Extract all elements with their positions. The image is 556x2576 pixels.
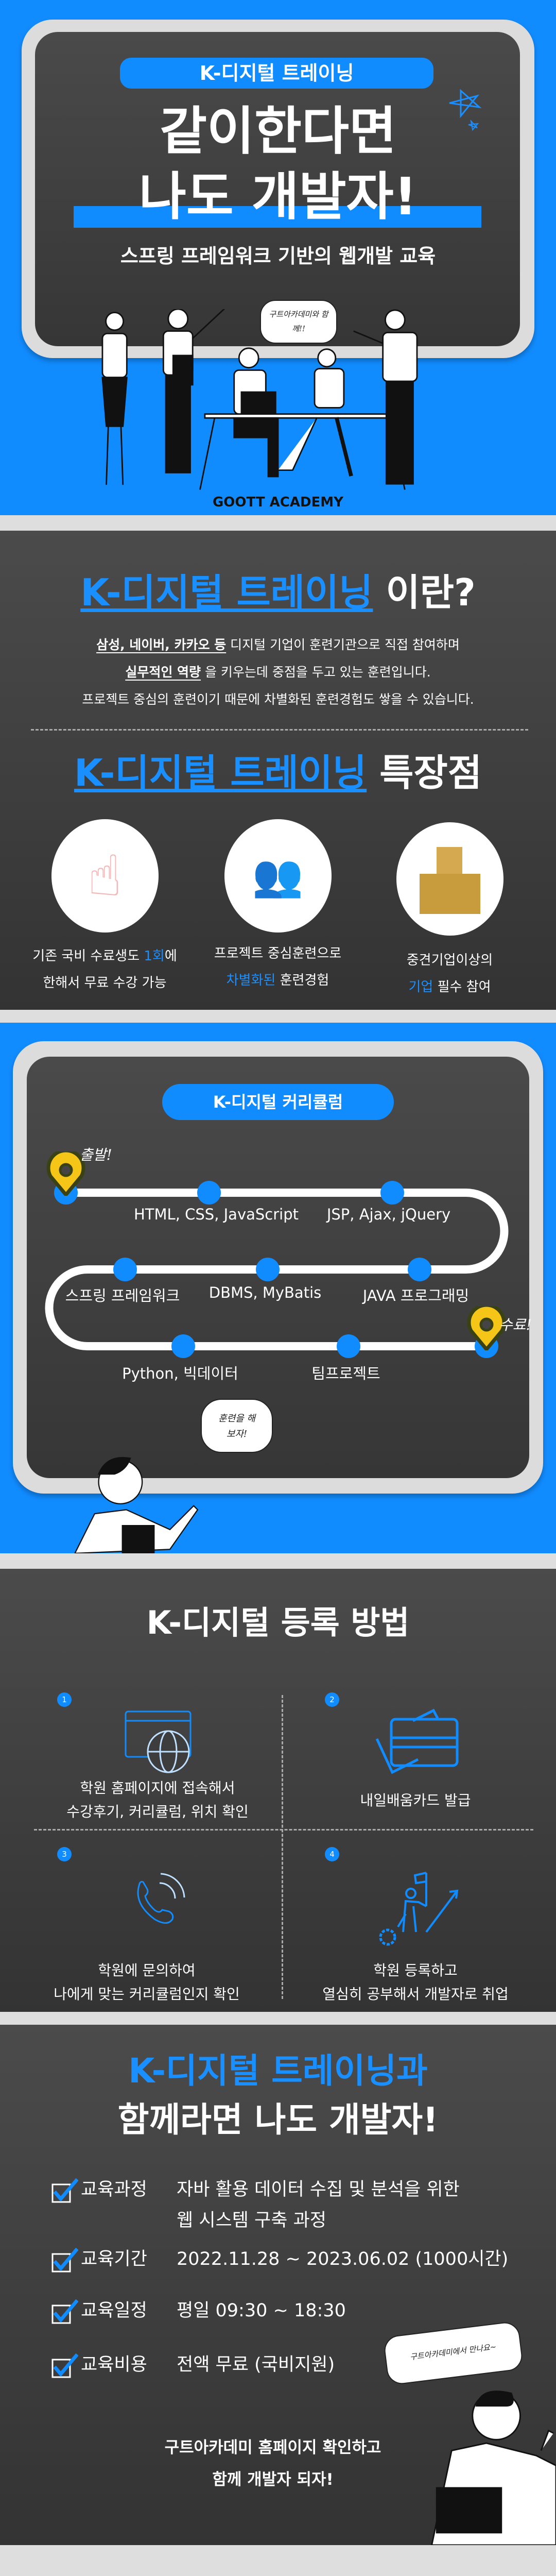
step-dot [171, 1334, 195, 1358]
start-pin-icon [46, 1151, 85, 1196]
checkbox-checked-icon [51, 2178, 78, 2203]
card-icon [375, 1708, 459, 1774]
end-pin-icon [467, 1306, 506, 1350]
features-heading: K-디지털 트레이닝 특장점 [74, 751, 482, 794]
step-label: HTML, CSS, JavaScript [133, 1206, 299, 1223]
curriculum-section: K-디지털 커리큘럼 HTML, CSS, JavaScript JSP, Aj… [0, 1023, 556, 1553]
about-section: K-디지털 트레이닝 이란? 삼성, 네이버, 카카오 등 디지털 기업이 훈련… [0, 531, 556, 1010]
step-dot [337, 1334, 360, 1358]
start-label: 출발! [80, 1146, 112, 1163]
hero-title-line2: 나도 개발자! [138, 166, 418, 227]
web-globe-icon [125, 1710, 192, 1773]
step-number-badge: 1 [57, 1692, 72, 1707]
star-icon [449, 89, 482, 131]
step-number-badge: 3 [57, 1847, 72, 1861]
curriculum-pill: K-디지털 커리큘럼 [162, 1084, 394, 1120]
step-label: JSP, Ajax, jQuery [326, 1206, 451, 1223]
register-heading: K-디지털 등록 방법 [146, 1604, 410, 1641]
step-label: JAVA 프로그래밍 [362, 1287, 470, 1304]
step-number-badge: 4 [325, 1847, 339, 1861]
step-label: DBMS, MyBatis [208, 1284, 322, 1301]
person-illustration [74, 1457, 199, 1553]
register-step: 내일배움카드 발급 [360, 1792, 471, 1809]
hero-section: K-디지털 트레이닝 같이한다면 나도 개발자! 스프링 프레임워크 기반의 웹… [0, 0, 556, 515]
hero-pill: K-디지털 트레이닝 [120, 58, 433, 89]
career-climb-icon [379, 1872, 459, 1946]
about-paragraph: 삼성, 네이버, 카카오 등 디지털 기업이 훈련기관으로 직접 참여하며 실무… [82, 637, 474, 707]
step-dot [380, 1181, 404, 1205]
step-label: Python, 빅데이터 [122, 1365, 238, 1382]
people-illustration [101, 309, 418, 490]
summary-heading-blue: K-디지털 트레이닝과 [128, 2051, 428, 2091]
checkbox-checked-icon [51, 2353, 78, 2378]
step-label: 팀프로젝트 [311, 1365, 380, 1382]
speech-bubble: 훈련을 해보자! [201, 1399, 273, 1453]
hero-subtitle: 스프링 프레임워크 기반의 웹개발 교육 [120, 245, 436, 267]
step-dot [256, 1258, 280, 1281]
divider [282, 1695, 283, 1999]
checkbox-checked-icon [51, 2247, 78, 2273]
step-label: 스프링 프레임워크 [65, 1287, 180, 1304]
about-heading: K-디지털 트레이닝 이란? [80, 571, 476, 614]
title-highlight-bar [74, 206, 481, 228]
index-finger-icon: ☝ [51, 819, 159, 933]
hero-title-line1: 같이한다면 [160, 101, 396, 161]
person-illustration [431, 2391, 556, 2545]
curriculum-path [45, 1189, 509, 1350]
summary-heading-white: 함께라면 나도 개발자! [117, 2100, 439, 2140]
building-icon [396, 822, 503, 936]
checkbox-checked-icon [51, 2299, 78, 2324]
step-dot [408, 1258, 431, 1281]
divider [34, 1829, 533, 1831]
phone-icon [137, 1873, 185, 1924]
step-dot [113, 1258, 137, 1281]
team-meeting-icon: 👥 [224, 819, 332, 933]
divider [31, 729, 528, 731]
step-number-badge: 2 [325, 1692, 339, 1707]
brand-name: GOOTT ACADEMY [212, 495, 344, 510]
end-label: 수료! [499, 1316, 532, 1333]
step-dot [197, 1181, 221, 1205]
speech-bubble: 구트아카데미와 함께!! [260, 300, 337, 344]
